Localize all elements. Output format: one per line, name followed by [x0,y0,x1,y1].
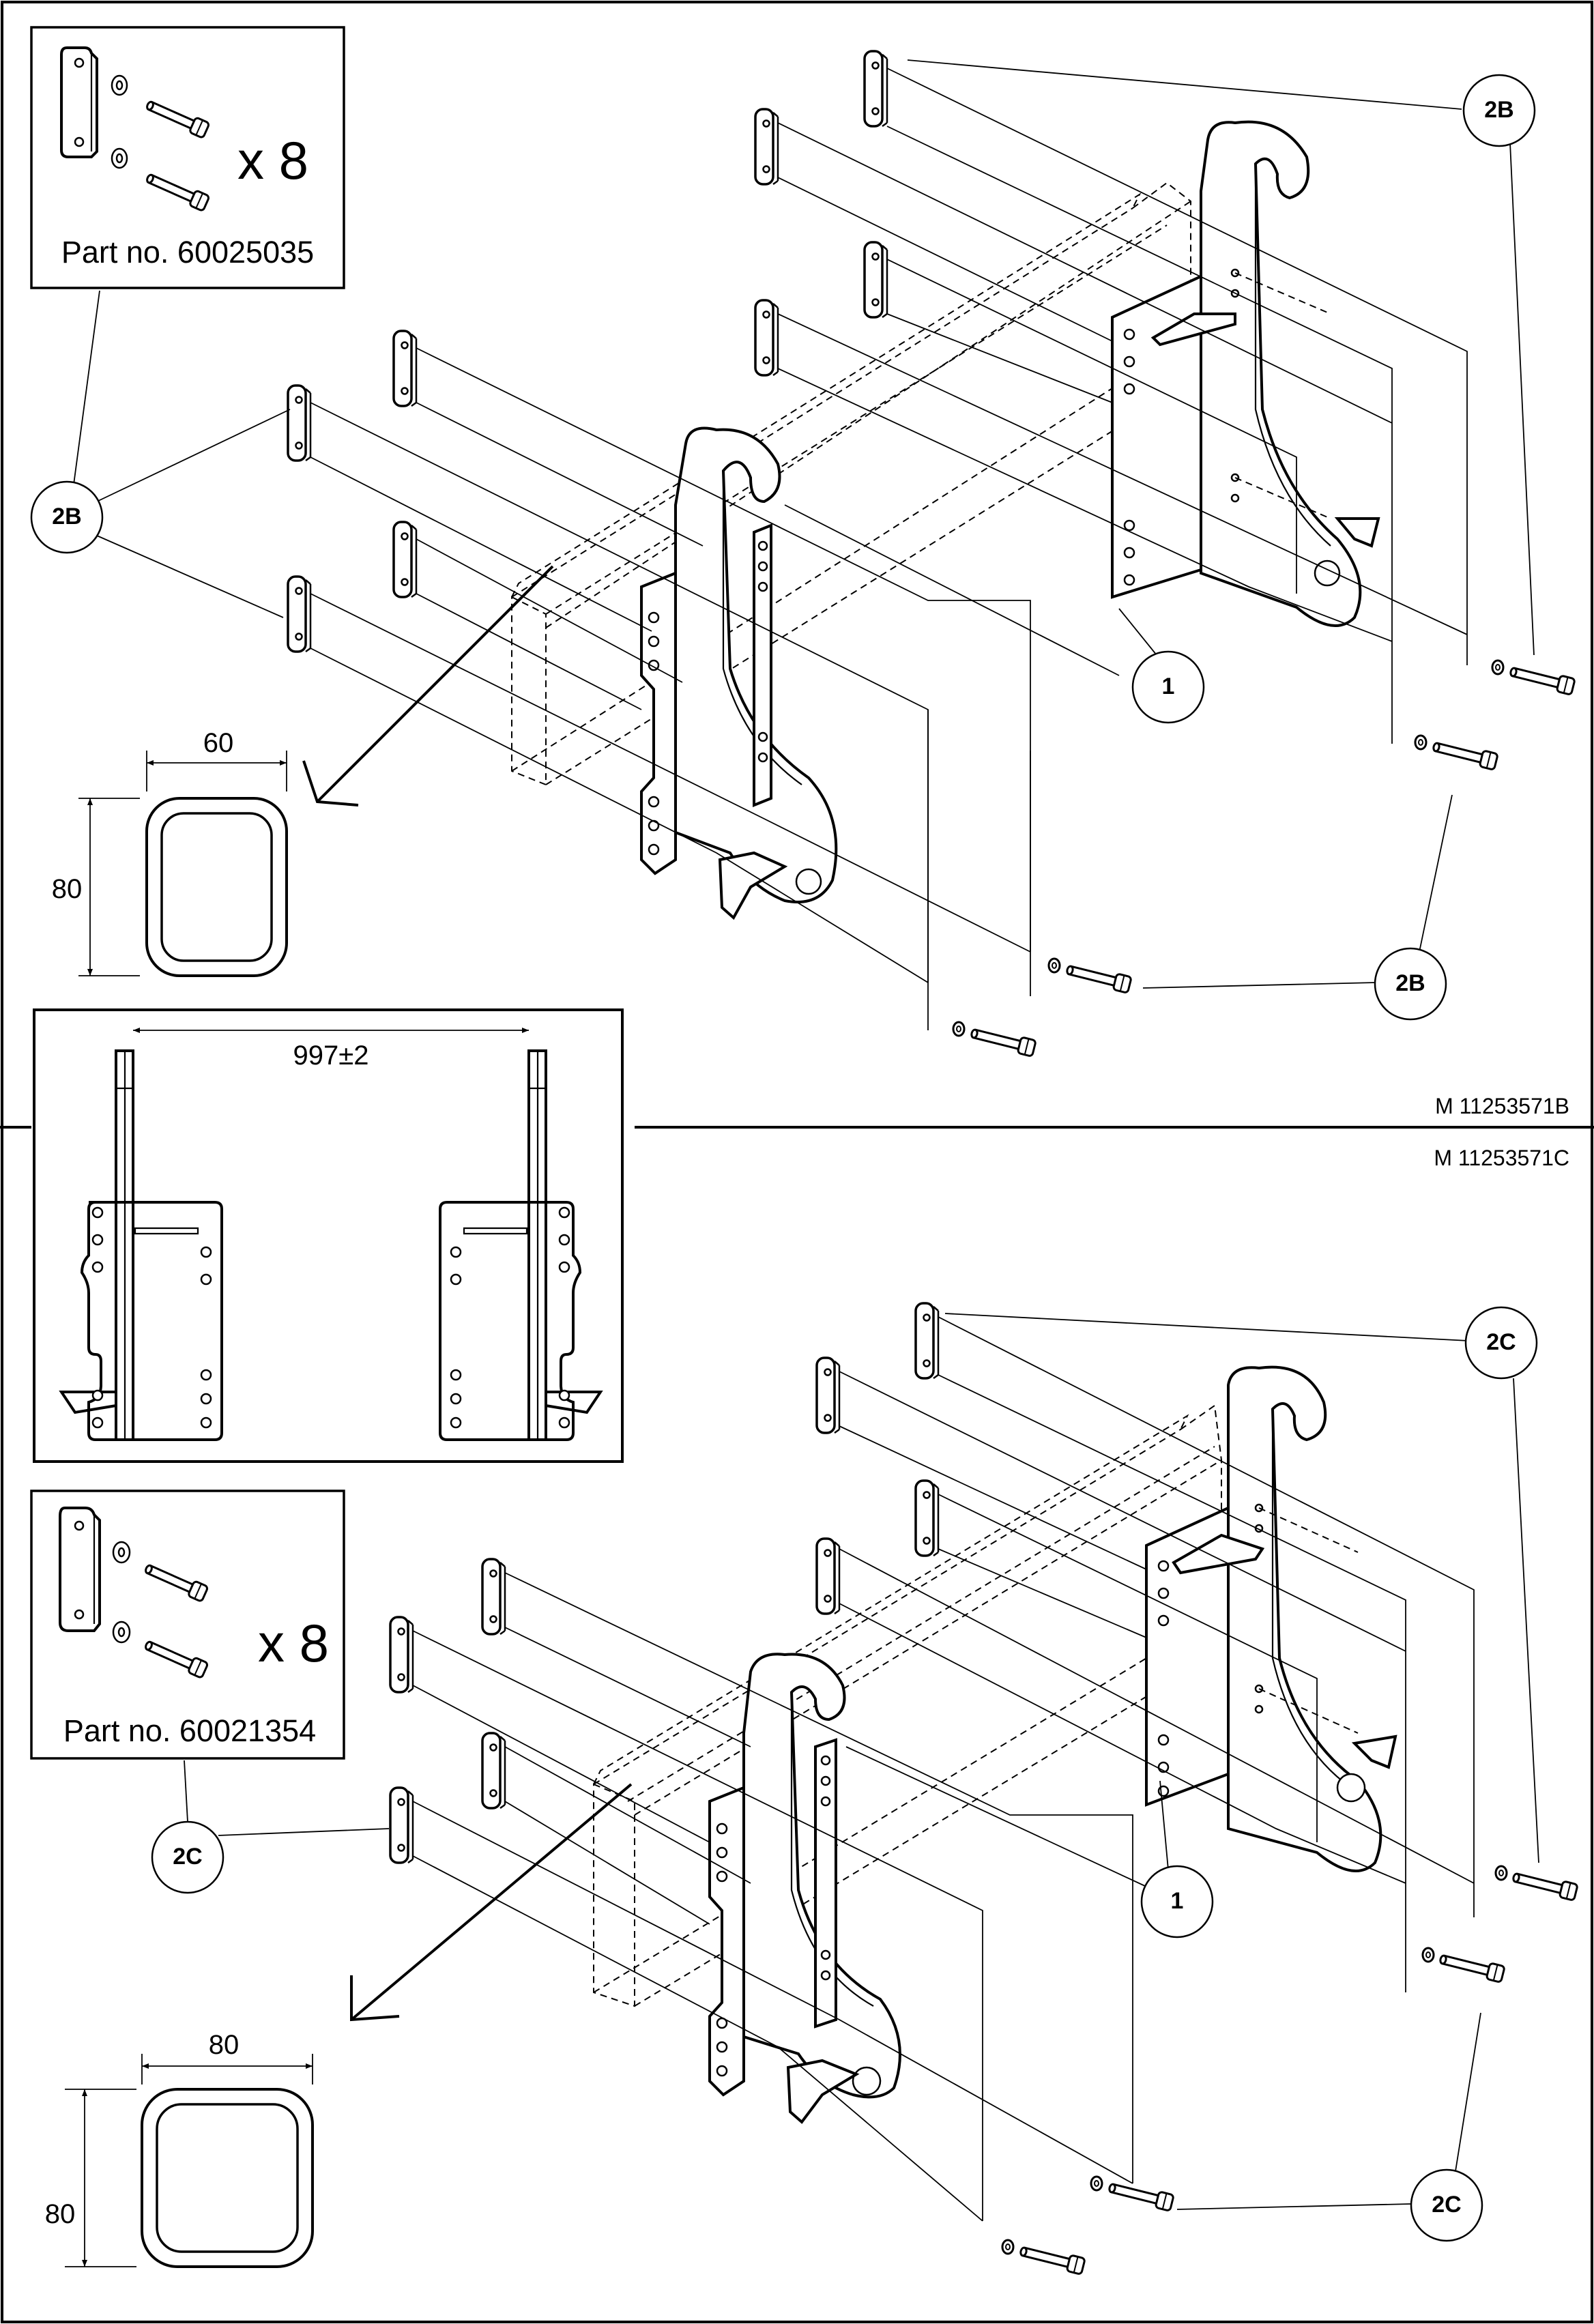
spacer-plate [481,1558,506,1636]
washer [1047,957,1061,974]
spacer-plate [389,1786,414,1864]
callout-2b: 2B [30,290,291,618]
bolt [1106,2178,1175,2212]
section-width-dimension: 80 [209,2030,240,2060]
right-hook-bracket [1111,120,1380,627]
washer-icon [112,1541,131,1644]
drawing-number: M 11253571B [1435,1094,1569,1118]
kit-quantity: x 8 [258,1613,329,1673]
section-height-dimension: 80 [52,874,83,904]
spacer-plate [914,1479,940,1557]
spacer-plate [863,50,888,128]
spacer-plate [481,1732,506,1810]
washer [1494,1865,1508,1881]
bolt [1017,2241,1086,2276]
spacer-plate [287,384,312,462]
svg-text:2B: 2B [1395,970,1425,996]
bracket-spacing-detail: 997±2 [33,1008,624,1463]
drawing-number: M 11253571C [1434,1146,1569,1170]
spacer-plate [863,241,888,319]
bolt [1064,960,1133,994]
spacer-plate [754,299,779,377]
spacer-plate [914,1302,940,1380]
right-hook-bracket [1145,1365,1397,1872]
bracket-spacing-dimension: 997±2 [293,1041,369,1071]
bottom-panel: M 11253571C x 8 Part no. 60021354 [30,1146,1579,2276]
callout-1: 1 [845,1746,1214,1938]
svg-text:1: 1 [1171,1888,1184,1914]
left-hook-bracket [708,1653,901,2124]
washer [1491,659,1505,676]
tube-cross-section: 80 80 [45,2030,314,2268]
callout-2c: 2C [944,1306,1539,1863]
section-height-dimension: 80 [45,2199,76,2229]
bolt-kit-box: x 8 Part no. 60021354 [30,1490,345,1760]
tube-beam [593,1404,1222,2007]
exploded-leader-lines [310,68,1468,1030]
bolt [1437,1949,1506,1984]
spacer-plate [815,1356,841,1434]
callout-2b: 2B [907,59,1536,656]
washer-icon [111,74,128,169]
kit-quantity: x 8 [237,130,308,190]
spacer-plate [287,575,312,653]
washer [1421,1947,1435,1963]
tube-beam [511,181,1191,786]
washer [952,1021,966,1037]
tube-cross-section: 60 80 [52,728,288,977]
section-view-arrow [350,1783,633,2022]
svg-text:2C: 2C [1432,2192,1461,2218]
bolt [968,1023,1037,1058]
spacer-plate-icon [60,46,98,158]
callout-2b: 2B [1142,794,1453,1021]
left-hook-bracket [640,426,838,920]
section-view-arrow [302,565,554,807]
svg-text:2C: 2C [173,1844,202,1870]
bolt [1507,662,1576,696]
spacer-plate [389,1616,414,1694]
svg-text:2C: 2C [1486,1329,1516,1355]
callout-1: 1 [784,504,1205,724]
spacer-plate [815,1537,841,1615]
washer [1414,734,1428,751]
svg-text:1: 1 [1162,673,1175,699]
svg-text:2B: 2B [1484,97,1513,123]
spacer-plate [392,330,418,407]
spacer-plate [392,521,418,598]
spacer-plate-icon [59,1507,101,1632]
bolt-kit-box: x 8 Part no. 60025035 [30,26,345,289]
svg-text:2B: 2B [52,504,81,529]
callout-2c: 2C [151,1760,390,1894]
top-panel: x 8 Part no. 60025035 [30,26,1576,1118]
bolt [1510,1868,1579,1902]
callout-2c: 2C [1176,2012,1483,2242]
exploded-leader-lines [412,1316,1475,2222]
bolt [1430,737,1499,771]
washer [1001,2239,1015,2255]
section-width-dimension: 60 [203,728,234,758]
spacer-plate [754,108,779,186]
washer [1090,2175,1103,2192]
kit-part-number: Part no. 60021354 [63,1713,316,1748]
kit-part-number: Part no. 60025035 [61,235,314,270]
